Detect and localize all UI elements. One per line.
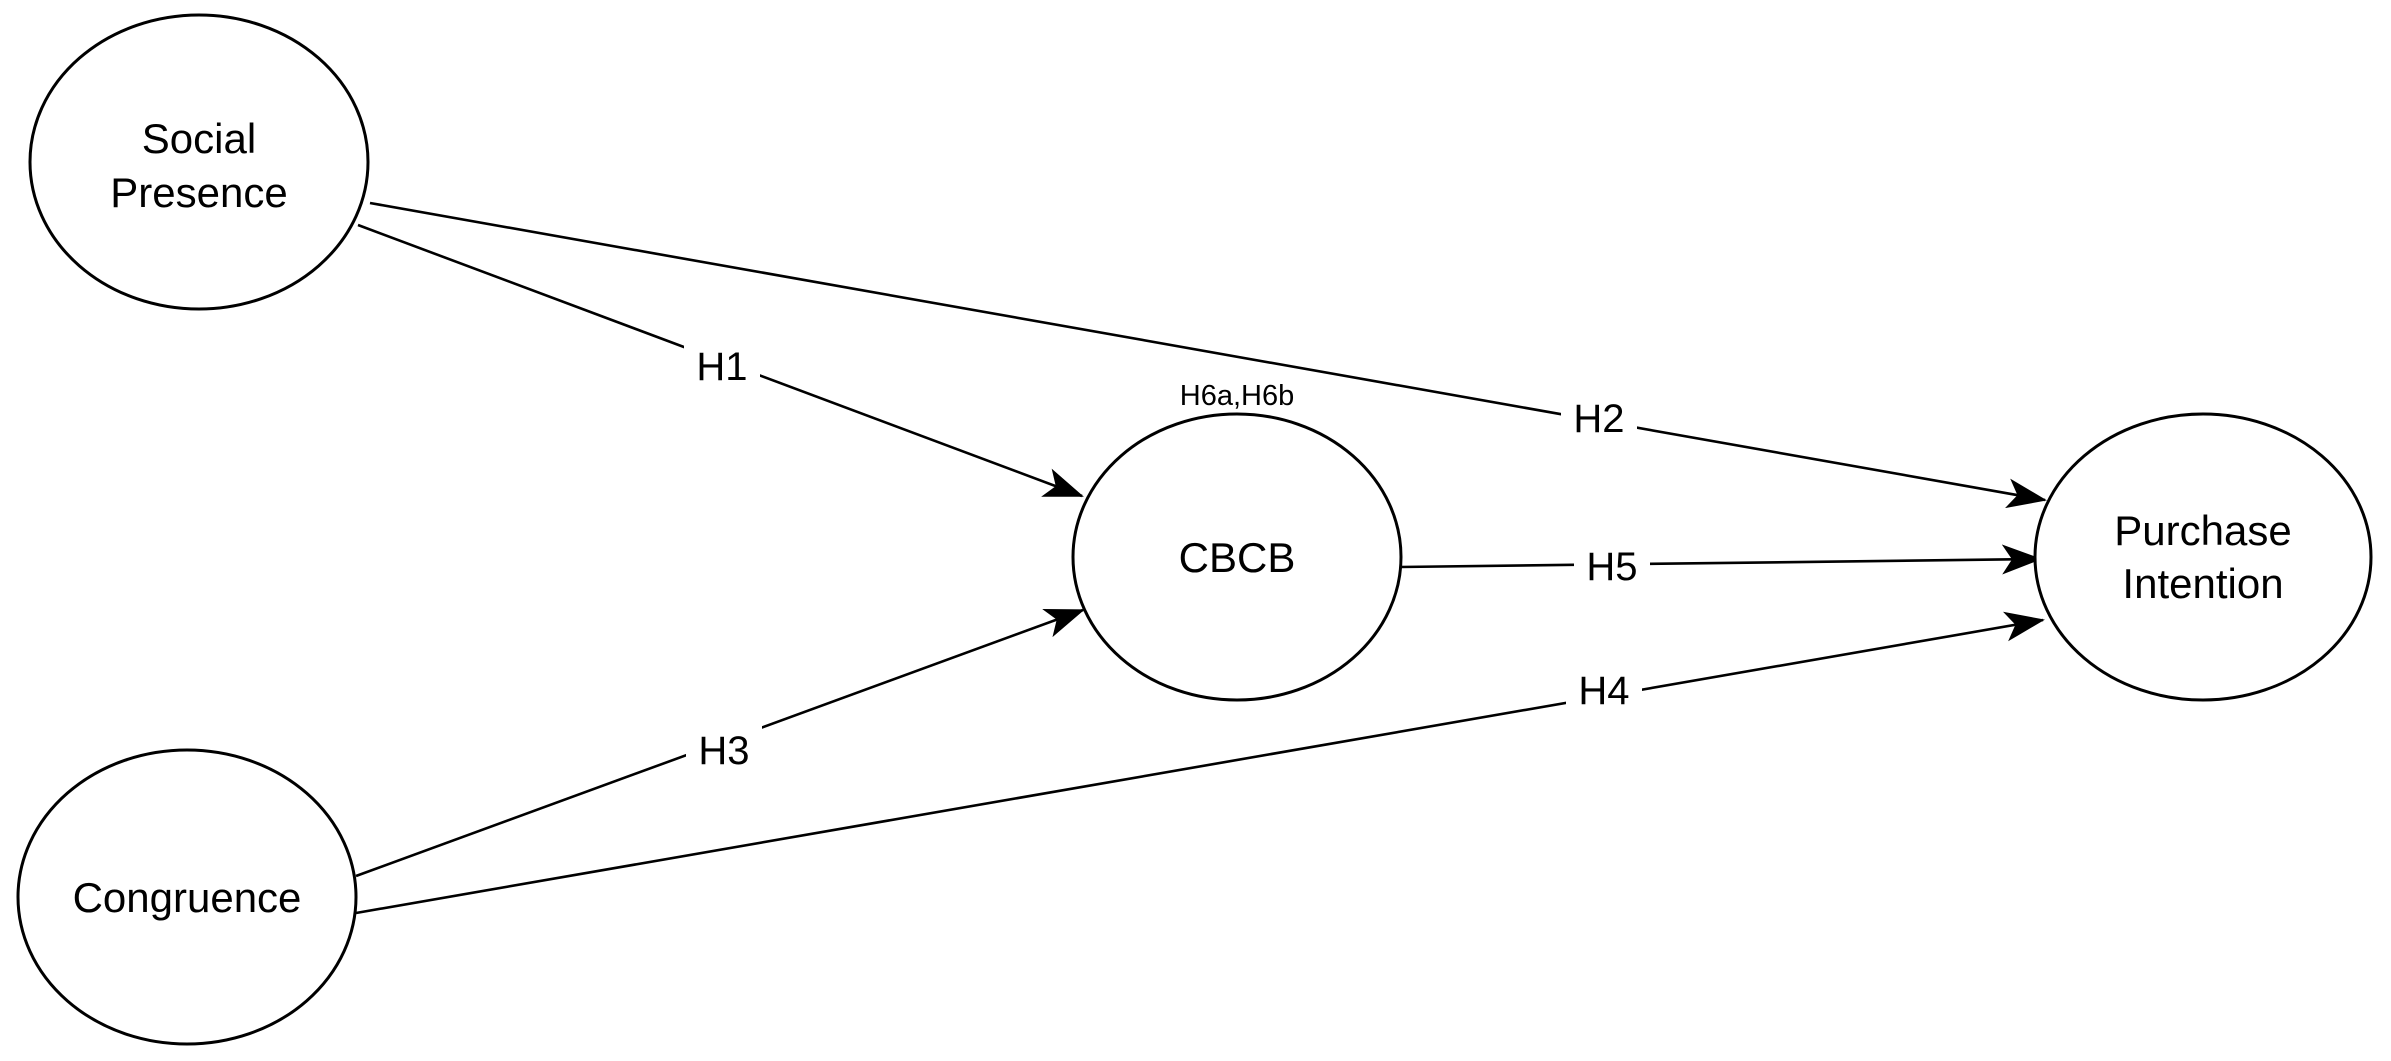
edge-h5-label: H5 xyxy=(1586,545,1637,589)
node-social-presence-label-line1: Social xyxy=(142,115,256,162)
edge-h1-label: H1 xyxy=(696,345,747,389)
edge-h2-line xyxy=(369,201,2047,509)
node-social-presence: Social Presence xyxy=(28,13,370,311)
node-purchase-intention-shape xyxy=(2033,412,2373,702)
node-purchase-intention-label-line2: Intention xyxy=(2122,560,2283,607)
node-cbcb-shape xyxy=(1071,412,1403,702)
node-social-presence-label-line2: Presence xyxy=(110,169,287,216)
node-purchase-intention: Purchase Intention xyxy=(2033,412,2373,702)
edge-labels: H1 H2 H5 H4 H3 xyxy=(684,342,1650,773)
edge-h3-label: H3 xyxy=(698,729,749,773)
node-cbcb: CBCB xyxy=(1071,412,1403,702)
node-congruence-label: Congruence xyxy=(73,874,302,921)
edge-h2-label: H2 xyxy=(1573,397,1624,441)
edges xyxy=(355,201,2047,915)
mediation-note-label: H6a,H6b xyxy=(1180,380,1294,412)
node-congruence: Congruence xyxy=(16,748,358,1046)
node-cbcb-label: CBCB xyxy=(1179,534,1296,581)
node-purchase-intention-label-line1: Purchase xyxy=(2114,507,2291,554)
edge-h4-label: H4 xyxy=(1578,669,1629,713)
node-congruence-shape xyxy=(16,748,358,1046)
node-social-presence-shape xyxy=(28,13,370,311)
edge-h5-line xyxy=(1399,544,2042,575)
edge-h4-line xyxy=(355,611,2045,915)
